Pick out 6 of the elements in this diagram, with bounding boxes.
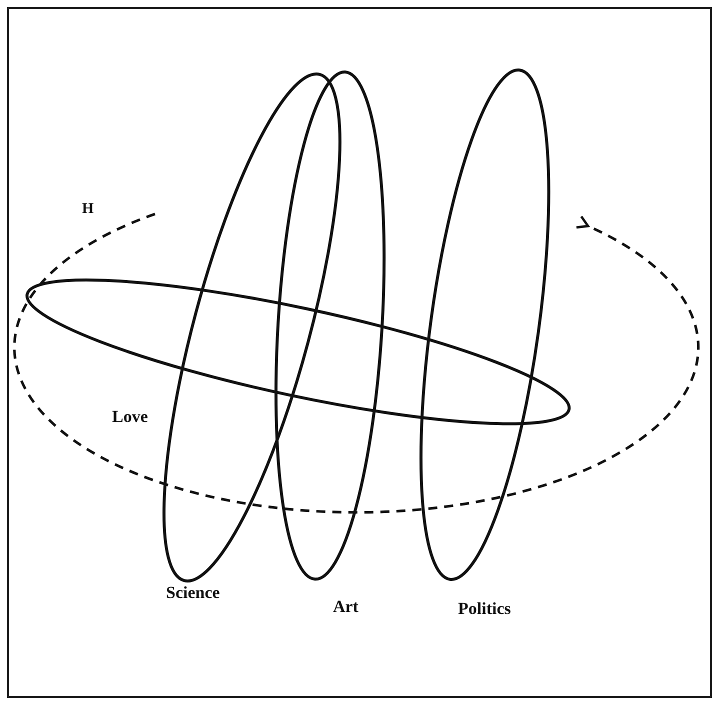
arrow-label: H: [82, 202, 94, 217]
ellipse-label: Art: [332, 598, 358, 615]
ellipse-label: Politics: [458, 600, 511, 617]
ellipse-label: Science: [166, 584, 220, 601]
ellipse: [24, 278, 572, 426]
ellipse-label: Love: [112, 408, 148, 425]
